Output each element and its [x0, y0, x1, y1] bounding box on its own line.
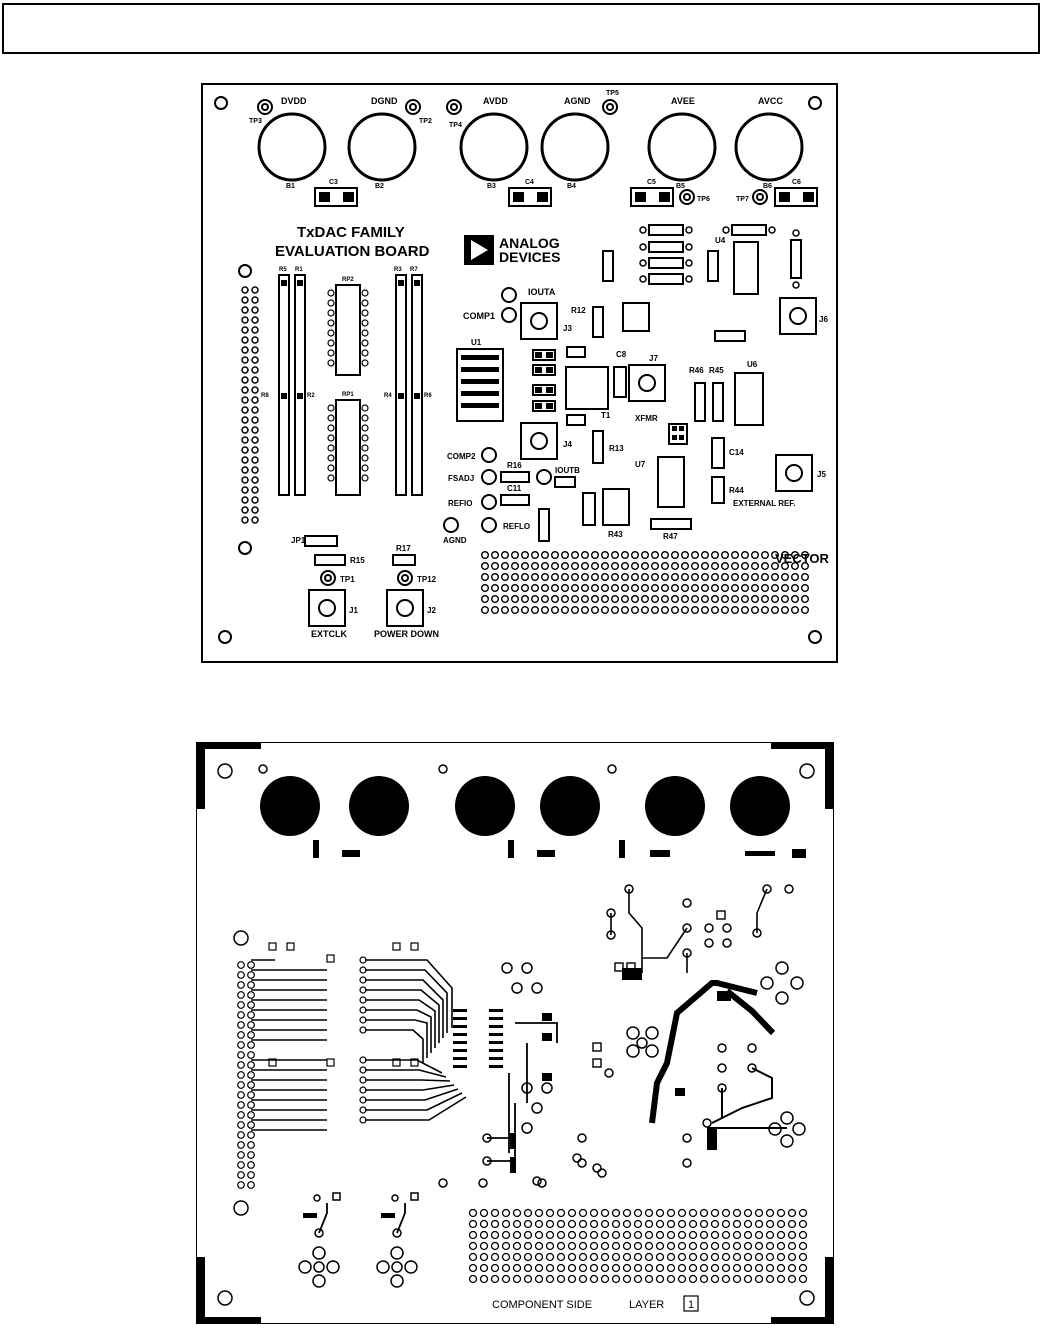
page-header-box — [2, 3, 1040, 54]
svg-text:J3: J3 — [563, 324, 572, 333]
svg-text:R43: R43 — [608, 530, 623, 539]
svg-text:U4: U4 — [715, 236, 726, 245]
svg-text:R5: R5 — [279, 267, 287, 273]
prototype-grid — [481, 551, 810, 615]
label-avcc: AVCC — [758, 96, 783, 106]
label-power-down: POWER DOWN — [374, 629, 439, 639]
layer-number-box — [683, 1295, 699, 1312]
label-avee: AVEE — [671, 96, 695, 106]
label-comp1: COMP1 — [463, 311, 495, 321]
label-fsadj: FSADJ — [448, 474, 474, 483]
board-title-line2: EVALUATION BOARD — [275, 243, 430, 260]
svg-text:TP1: TP1 — [340, 575, 355, 584]
svg-text:R15: R15 — [350, 556, 365, 565]
svg-text:R44: R44 — [729, 486, 744, 495]
svg-text:J6: J6 — [819, 315, 828, 324]
svg-text:C5: C5 — [647, 179, 656, 186]
component-layer-drawing: COMPONENT SIDE LAYER 1 — [197, 743, 833, 1323]
svg-text:B2: B2 — [375, 183, 384, 190]
svg-text:RP1: RP1 — [342, 392, 354, 398]
svg-text:J1: J1 — [349, 606, 358, 615]
brand-mark: VECTOR — [775, 551, 830, 566]
svg-text:R13: R13 — [609, 444, 624, 453]
svg-text:R3: R3 — [394, 267, 402, 273]
logo-text-line1: ANALOG — [499, 235, 560, 251]
svg-text:C8: C8 — [616, 350, 627, 359]
label-dvdd: DVDD — [281, 96, 307, 106]
label-refio: REFIO — [448, 499, 472, 508]
label-extclk: EXTCLK — [311, 629, 348, 639]
svg-text:R12: R12 — [571, 306, 586, 315]
svg-text:J7: J7 — [649, 354, 658, 363]
svg-text:B3: B3 — [487, 183, 496, 190]
svg-text:TP3: TP3 — [249, 118, 262, 125]
label-agnd: AGND — [564, 96, 591, 106]
svg-text:B4: B4 — [567, 183, 576, 190]
svg-text:R16: R16 — [507, 461, 522, 470]
label-dgnd: DGND — [371, 96, 398, 106]
svg-text:T1: T1 — [601, 411, 611, 420]
svg-text:RP2: RP2 — [342, 277, 354, 283]
svg-text:AGND: AGND — [443, 536, 467, 545]
svg-text:TP12: TP12 — [417, 575, 437, 584]
svg-text:TP4: TP4 — [449, 122, 462, 129]
svg-text:B5: B5 — [676, 183, 685, 190]
board-title-line1: TxDAC FAMILY — [297, 224, 405, 241]
svg-text:R47: R47 — [663, 532, 678, 541]
component-side-caption: COMPONENT SIDE — [492, 1299, 592, 1311]
svg-text:U1: U1 — [471, 338, 482, 347]
svg-text:B1: B1 — [286, 183, 295, 190]
binding-posts — [257, 112, 804, 182]
svg-text:TP2: TP2 — [419, 118, 432, 125]
svg-text:C6: C6 — [792, 179, 801, 186]
svg-text:R2: R2 — [307, 393, 315, 399]
svg-text:C11: C11 — [507, 484, 522, 493]
svg-text:J5: J5 — [817, 470, 826, 479]
svg-text:C4: C4 — [525, 179, 534, 186]
svg-text:TP6: TP6 — [697, 196, 710, 203]
label-ioutb: IOUTB — [555, 466, 580, 475]
svg-text:J2: J2 — [427, 606, 436, 615]
svg-text:R46: R46 — [689, 366, 704, 375]
svg-text:R4: R4 — [384, 393, 392, 399]
svg-text:R45: R45 — [709, 366, 724, 375]
label-reflo: REFLO — [503, 522, 530, 531]
logo-text-line2: DEVICES — [499, 249, 560, 265]
svg-text:U7: U7 — [635, 460, 646, 469]
label-external-ref: EXTERNAL REF. — [733, 499, 796, 508]
label-xfmr: XFMR — [635, 414, 658, 423]
svg-text:TP5: TP5 — [606, 90, 619, 97]
component-side-board-figure: COMPONENT SIDE LAYER 1 — [196, 742, 834, 1324]
svg-text:U6: U6 — [747, 360, 758, 369]
svg-text:R7: R7 — [410, 267, 418, 273]
svg-text:R6: R6 — [424, 393, 432, 399]
layer-number: 1 — [688, 1299, 694, 1311]
svg-text:R17: R17 — [396, 544, 411, 553]
label-avdd: AVDD — [483, 96, 508, 106]
layer-label: LAYER — [629, 1299, 664, 1311]
svg-text:C3: C3 — [329, 179, 338, 186]
label-comp2: COMP2 — [447, 452, 476, 461]
svg-text:B6: B6 — [763, 183, 772, 190]
svg-text:C14: C14 — [729, 448, 744, 457]
svg-text:R8: R8 — [261, 393, 269, 399]
svg-text:R1: R1 — [295, 267, 303, 273]
svg-text:J4: J4 — [563, 440, 572, 449]
svg-text:JP1: JP1 — [291, 536, 306, 545]
svg-text:TP7: TP7 — [736, 196, 749, 203]
label-iouta: IOUTA — [528, 287, 556, 297]
